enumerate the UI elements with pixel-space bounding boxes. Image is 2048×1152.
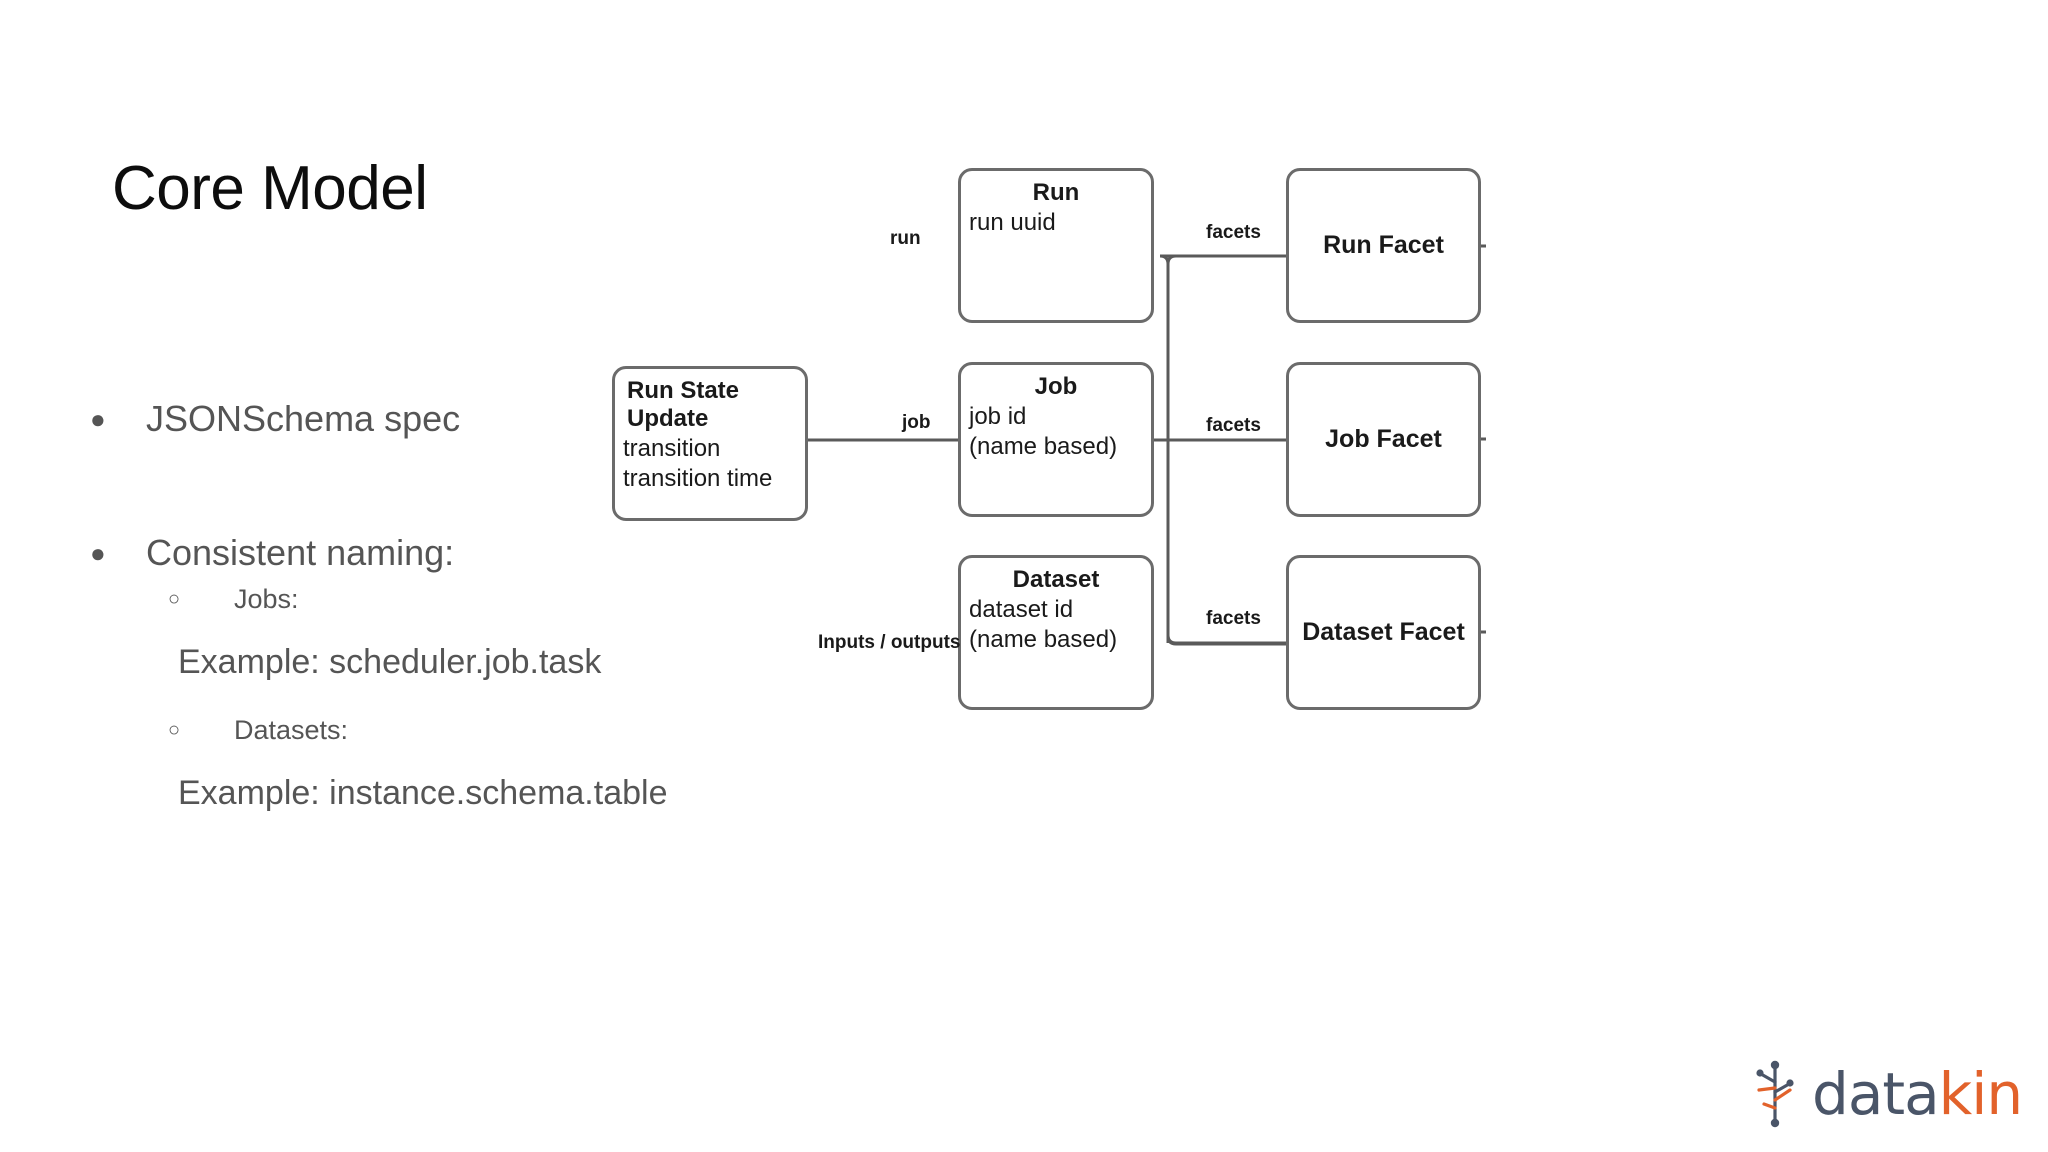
node-title: Job [1034, 373, 1078, 400]
node-run-state-update[interactable]: Run State Update transition transition t… [612, 366, 808, 521]
facet-title: Run Facet [1323, 231, 1444, 259]
node-attribute: run uuid [969, 209, 1056, 236]
node-title: Run State Update [627, 377, 740, 432]
node-job[interactable]: Job job id (name based) [958, 362, 1154, 517]
edge-label-inputs-outputs: Inputs / outputs [818, 632, 961, 653]
node-run-facet[interactable]: Run Facet [1286, 168, 1481, 323]
bullet-marker-hollow: ○ [168, 588, 181, 610]
bullet-marker-hollow: ○ [168, 718, 181, 741]
example-text-datasets: Example: instance.schema.table [178, 773, 668, 812]
node-run[interactable]: Run run uuid [958, 168, 1154, 323]
node-dataset[interactable]: Dataset dataset id (name based) [958, 555, 1154, 710]
node-attribute: (name based) [969, 432, 1118, 460]
bullet-text-consistent-naming: Consistent naming: [146, 532, 455, 573]
edge-label-job: job [902, 412, 931, 433]
bullet-text-jsonschema-spec: JSONSchema spec [146, 398, 461, 439]
facet-title: Job Facet [1325, 425, 1442, 453]
facet-title: Dataset Facet [1302, 618, 1465, 646]
edge-label-run: run [890, 228, 921, 249]
node-title: Dataset [1012, 566, 1100, 593]
bullet-marker-filled: ● [90, 538, 106, 568]
edge-label-facets-dataset: facets [1206, 608, 1261, 629]
node-attribute: dataset id [969, 596, 1074, 623]
node-attribute: (name based) [969, 625, 1118, 653]
node-attribute: transition time [623, 464, 773, 492]
brand-name-accent: kin [1938, 1060, 2023, 1128]
edge-label-facets-job: facets [1206, 415, 1261, 436]
brand-name-primary: data [1812, 1060, 1940, 1128]
core-model-diagram: Run State Update transition transition t… [612, 168, 2020, 960]
example-text-jobs: Example: scheduler.job.task [178, 643, 602, 681]
bullet-list: ● JSONSchema spec ● Consistent naming: ○… [90, 395, 870, 843]
node-job-facet[interactable]: Job Facet [1286, 362, 1481, 517]
node-attribute: transition [623, 435, 721, 462]
list-item: ○ Jobs: [90, 581, 870, 618]
node-attribute: job id [969, 403, 1027, 430]
list-item: ○ Datasets: [90, 712, 870, 749]
bullet-text-jobs: Jobs: [234, 584, 299, 614]
bullet-marker-filled: ● [90, 404, 106, 434]
list-item: ● Consistent naming: [90, 529, 870, 581]
tree-branch-icon [1756, 1060, 1794, 1128]
node-dataset-facet[interactable]: Dataset Facet [1286, 555, 1481, 710]
datakin-logo: datakin [1752, 1058, 2023, 1130]
brand-wordmark: datakin [1812, 1065, 2023, 1123]
bullet-text-datasets: Datasets: [234, 714, 349, 745]
edge-label-facets-run: facets [1206, 222, 1261, 243]
node-title: Run [1032, 179, 1080, 206]
list-item: ● JSONSchema spec [90, 395, 870, 447]
page-title: Core Model [112, 154, 428, 223]
